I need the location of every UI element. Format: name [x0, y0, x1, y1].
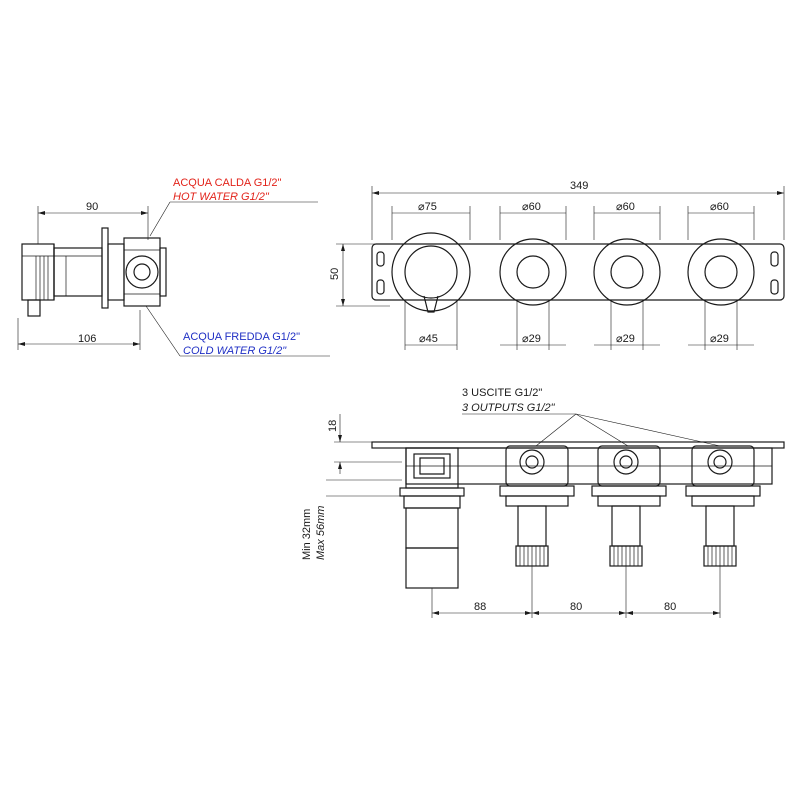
dim-knob-3: ⌀60	[710, 201, 729, 213]
dim-inner-2: ⌀29	[616, 333, 635, 345]
dim-main-outer: ⌀75	[418, 201, 437, 213]
dim-spacing-3: 80	[664, 601, 676, 613]
dim-front-height: 50	[329, 268, 341, 280]
dim-spacing-1: 88	[474, 601, 486, 613]
dim-side-bottom: 106	[78, 333, 96, 345]
output-valve-2	[592, 446, 666, 566]
cold-water-label-en: COLD WATER G1/2"	[183, 345, 287, 357]
dim-front-total: 349	[570, 180, 588, 192]
outputs-label-it: 3 USCITE G1/2"	[462, 387, 542, 399]
outputs-label-en: 3 OUTPUTS G1/2"	[462, 402, 556, 414]
depth-min-label: Min 32mm	[301, 509, 313, 560]
hot-water-label-it: ACQUA CALDA G1/2"	[173, 177, 282, 189]
dim-side-top: 90	[86, 201, 98, 213]
hot-water-label-en: HOT WATER G1/2"	[173, 191, 270, 203]
depth-max-label: Max 56mm	[315, 506, 327, 560]
dim-spacing-2: 80	[570, 601, 582, 613]
dim-knob-2: ⌀60	[616, 201, 635, 213]
dim-inner-1: ⌀29	[522, 333, 541, 345]
output-valve-3	[686, 446, 760, 566]
cold-water-label-it: ACQUA FREDDA G1/2"	[183, 331, 300, 343]
dim-inner-3: ⌀29	[710, 333, 729, 345]
dim-main-inner: ⌀45	[419, 333, 438, 345]
side-view: 90 106 ACQUA CALDA G1/2" HOT W	[18, 177, 330, 357]
top-view: 3 USCITE G1/2" 3 OUTPUTS G1/2" 18 Min 32…	[301, 387, 784, 618]
dim-knob-1: ⌀60	[522, 201, 541, 213]
output-valve-1	[500, 446, 574, 566]
dim-top-offset: 18	[327, 420, 339, 432]
front-view: 349 ⌀75 ⌀60 ⌀60 ⌀60 50	[329, 180, 784, 350]
